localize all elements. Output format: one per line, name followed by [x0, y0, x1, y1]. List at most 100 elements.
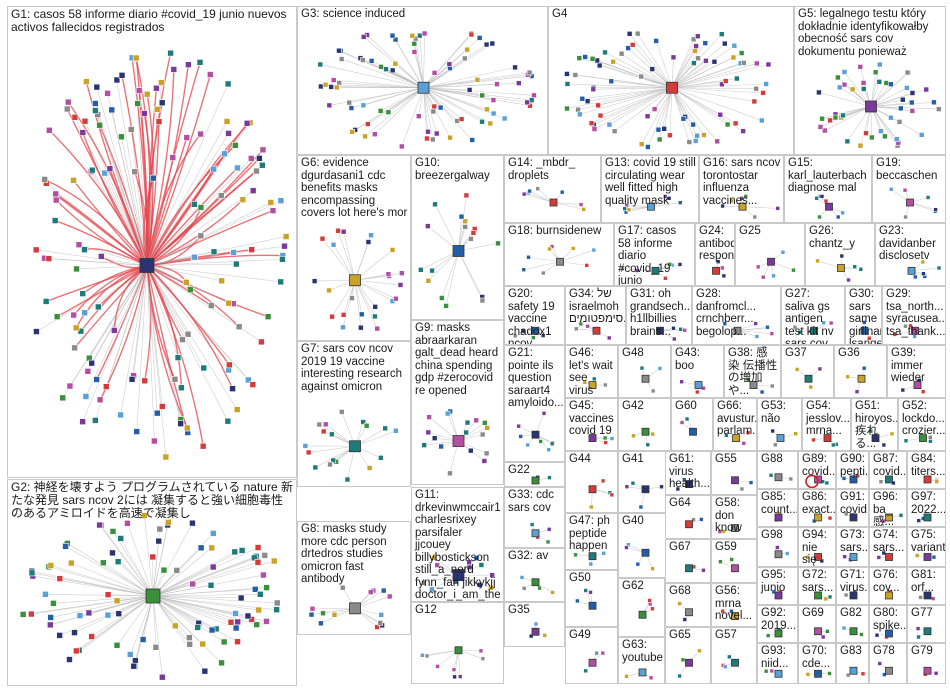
vertex-node[interactable]: [794, 367, 800, 372]
vertex-node[interactable]: [825, 629, 830, 634]
vertex-node[interactable]: [771, 273, 776, 279]
hub-vertex-node[interactable]: [647, 202, 655, 211]
vertex-node[interactable]: [108, 106, 116, 114]
vertex-node[interactable]: [797, 329, 802, 335]
vertex-node[interactable]: [207, 581, 215, 589]
vertex-node[interactable]: [319, 235, 326, 242]
hub-vertex-node[interactable]: [641, 427, 650, 436]
vertex-node[interactable]: [186, 286, 194, 294]
vertex-node[interactable]: [348, 105, 355, 111]
hub-vertex-node[interactable]: [814, 627, 822, 636]
vertex-node[interactable]: [346, 99, 353, 106]
vertex-node[interactable]: [59, 394, 67, 402]
vertex-node[interactable]: [392, 36, 399, 43]
vertex-node[interactable]: [564, 81, 571, 87]
vertex-node[interactable]: [386, 593, 393, 600]
vertex-node[interactable]: [817, 124, 824, 130]
vertex-node[interactable]: [50, 600, 57, 607]
vertex-node[interactable]: [468, 447, 474, 454]
vertex-node[interactable]: [533, 621, 539, 627]
vertex-node[interactable]: [194, 624, 202, 631]
vertex-node[interactable]: [224, 417, 232, 425]
vertex-node[interactable]: [239, 196, 247, 203]
vertex-node[interactable]: [82, 393, 90, 400]
vertex-node[interactable]: [470, 230, 477, 236]
vertex-node[interactable]: [218, 277, 225, 285]
vertex-node[interactable]: [752, 214, 758, 220]
vertex-node[interactable]: [714, 138, 721, 145]
hub-vertex-node[interactable]: [849, 553, 858, 561]
hub-vertex-node[interactable]: [776, 434, 785, 442]
vertex-node[interactable]: [827, 671, 832, 676]
vertex-node[interactable]: [805, 672, 811, 677]
vertex-node[interactable]: [68, 559, 75, 567]
vertex-node[interactable]: [753, 85, 759, 92]
vertex-node[interactable]: [888, 81, 894, 88]
hub-vertex-node[interactable]: [733, 326, 742, 335]
vertex-node[interactable]: [925, 195, 931, 200]
vertex-node[interactable]: [479, 118, 485, 125]
hub-vertex-node[interactable]: [923, 666, 932, 675]
vertex-node[interactable]: [606, 335, 612, 341]
vertex-node[interactable]: [931, 554, 937, 560]
vertex-node[interactable]: [463, 429, 469, 436]
vertex-node[interactable]: [71, 113, 79, 121]
hub-vertex-node[interactable]: [685, 658, 693, 667]
vertex-node[interactable]: [888, 186, 894, 192]
hub-vertex-node[interactable]: [531, 627, 540, 636]
hub-vertex-node[interactable]: [556, 257, 564, 266]
vertex-node[interactable]: [866, 335, 872, 341]
hub-vertex-node[interactable]: [531, 578, 540, 587]
hub-vertex-node[interactable]: [731, 564, 739, 573]
vertex-node[interactable]: [221, 150, 228, 158]
vertex-node[interactable]: [769, 383, 775, 389]
hub-vertex-node[interactable]: [588, 381, 597, 389]
vertex-node[interactable]: [178, 384, 185, 392]
vertex-node[interactable]: [389, 32, 396, 39]
vertex-node[interactable]: [898, 513, 904, 518]
vertex-node[interactable]: [663, 275, 668, 281]
vertex-node[interactable]: [318, 620, 324, 627]
vertex-node[interactable]: [92, 417, 99, 424]
vertex-node[interactable]: [220, 638, 228, 646]
vertex-node[interactable]: [251, 554, 258, 562]
vertex-node[interactable]: [481, 458, 488, 464]
vertex-node[interactable]: [380, 587, 387, 594]
vertex-node[interactable]: [858, 266, 864, 272]
vertex-node[interactable]: [512, 64, 518, 71]
vertex-node[interactable]: [382, 425, 388, 432]
vertex-node[interactable]: [935, 106, 942, 112]
vertex-node[interactable]: [775, 206, 781, 211]
vertex-node[interactable]: [420, 653, 425, 658]
vertex-node[interactable]: [659, 484, 664, 490]
vertex-node[interactable]: [625, 45, 631, 51]
hub-vertex-node[interactable]: [885, 553, 893, 561]
hub-vertex-node[interactable]: [923, 591, 932, 600]
vertex-node[interactable]: [784, 551, 790, 556]
vertex-node[interactable]: [273, 599, 281, 607]
vertex-node[interactable]: [225, 299, 233, 307]
hub-vertex-node[interactable]: [731, 476, 739, 485]
vertex-node[interactable]: [117, 535, 125, 542]
vertex-node[interactable]: [914, 553, 920, 558]
hub-vertex-node[interactable]: [592, 326, 601, 335]
vertex-node[interactable]: [537, 585, 542, 591]
vertex-node[interactable]: [763, 81, 769, 87]
hub-vertex-node[interactable]: [849, 513, 858, 522]
vertex-node[interactable]: [42, 591, 49, 598]
hub-vertex-node[interactable]: [452, 569, 465, 582]
vertex-node[interactable]: [344, 476, 351, 483]
vertex-node[interactable]: [155, 118, 163, 125]
vertex-node[interactable]: [692, 138, 699, 144]
vertex-node[interactable]: [393, 427, 399, 434]
vertex-node[interactable]: [584, 263, 590, 268]
vertex-node[interactable]: [769, 668, 775, 674]
vertex-node[interactable]: [526, 69, 533, 76]
vertex-node[interactable]: [162, 453, 170, 461]
vertex-node[interactable]: [322, 81, 329, 88]
vertex-node[interactable]: [878, 479, 884, 485]
vertex-node[interactable]: [437, 104, 444, 111]
vertex-node[interactable]: [680, 115, 687, 122]
vertex-node[interactable]: [540, 333, 546, 338]
vertex-node[interactable]: [155, 537, 163, 545]
